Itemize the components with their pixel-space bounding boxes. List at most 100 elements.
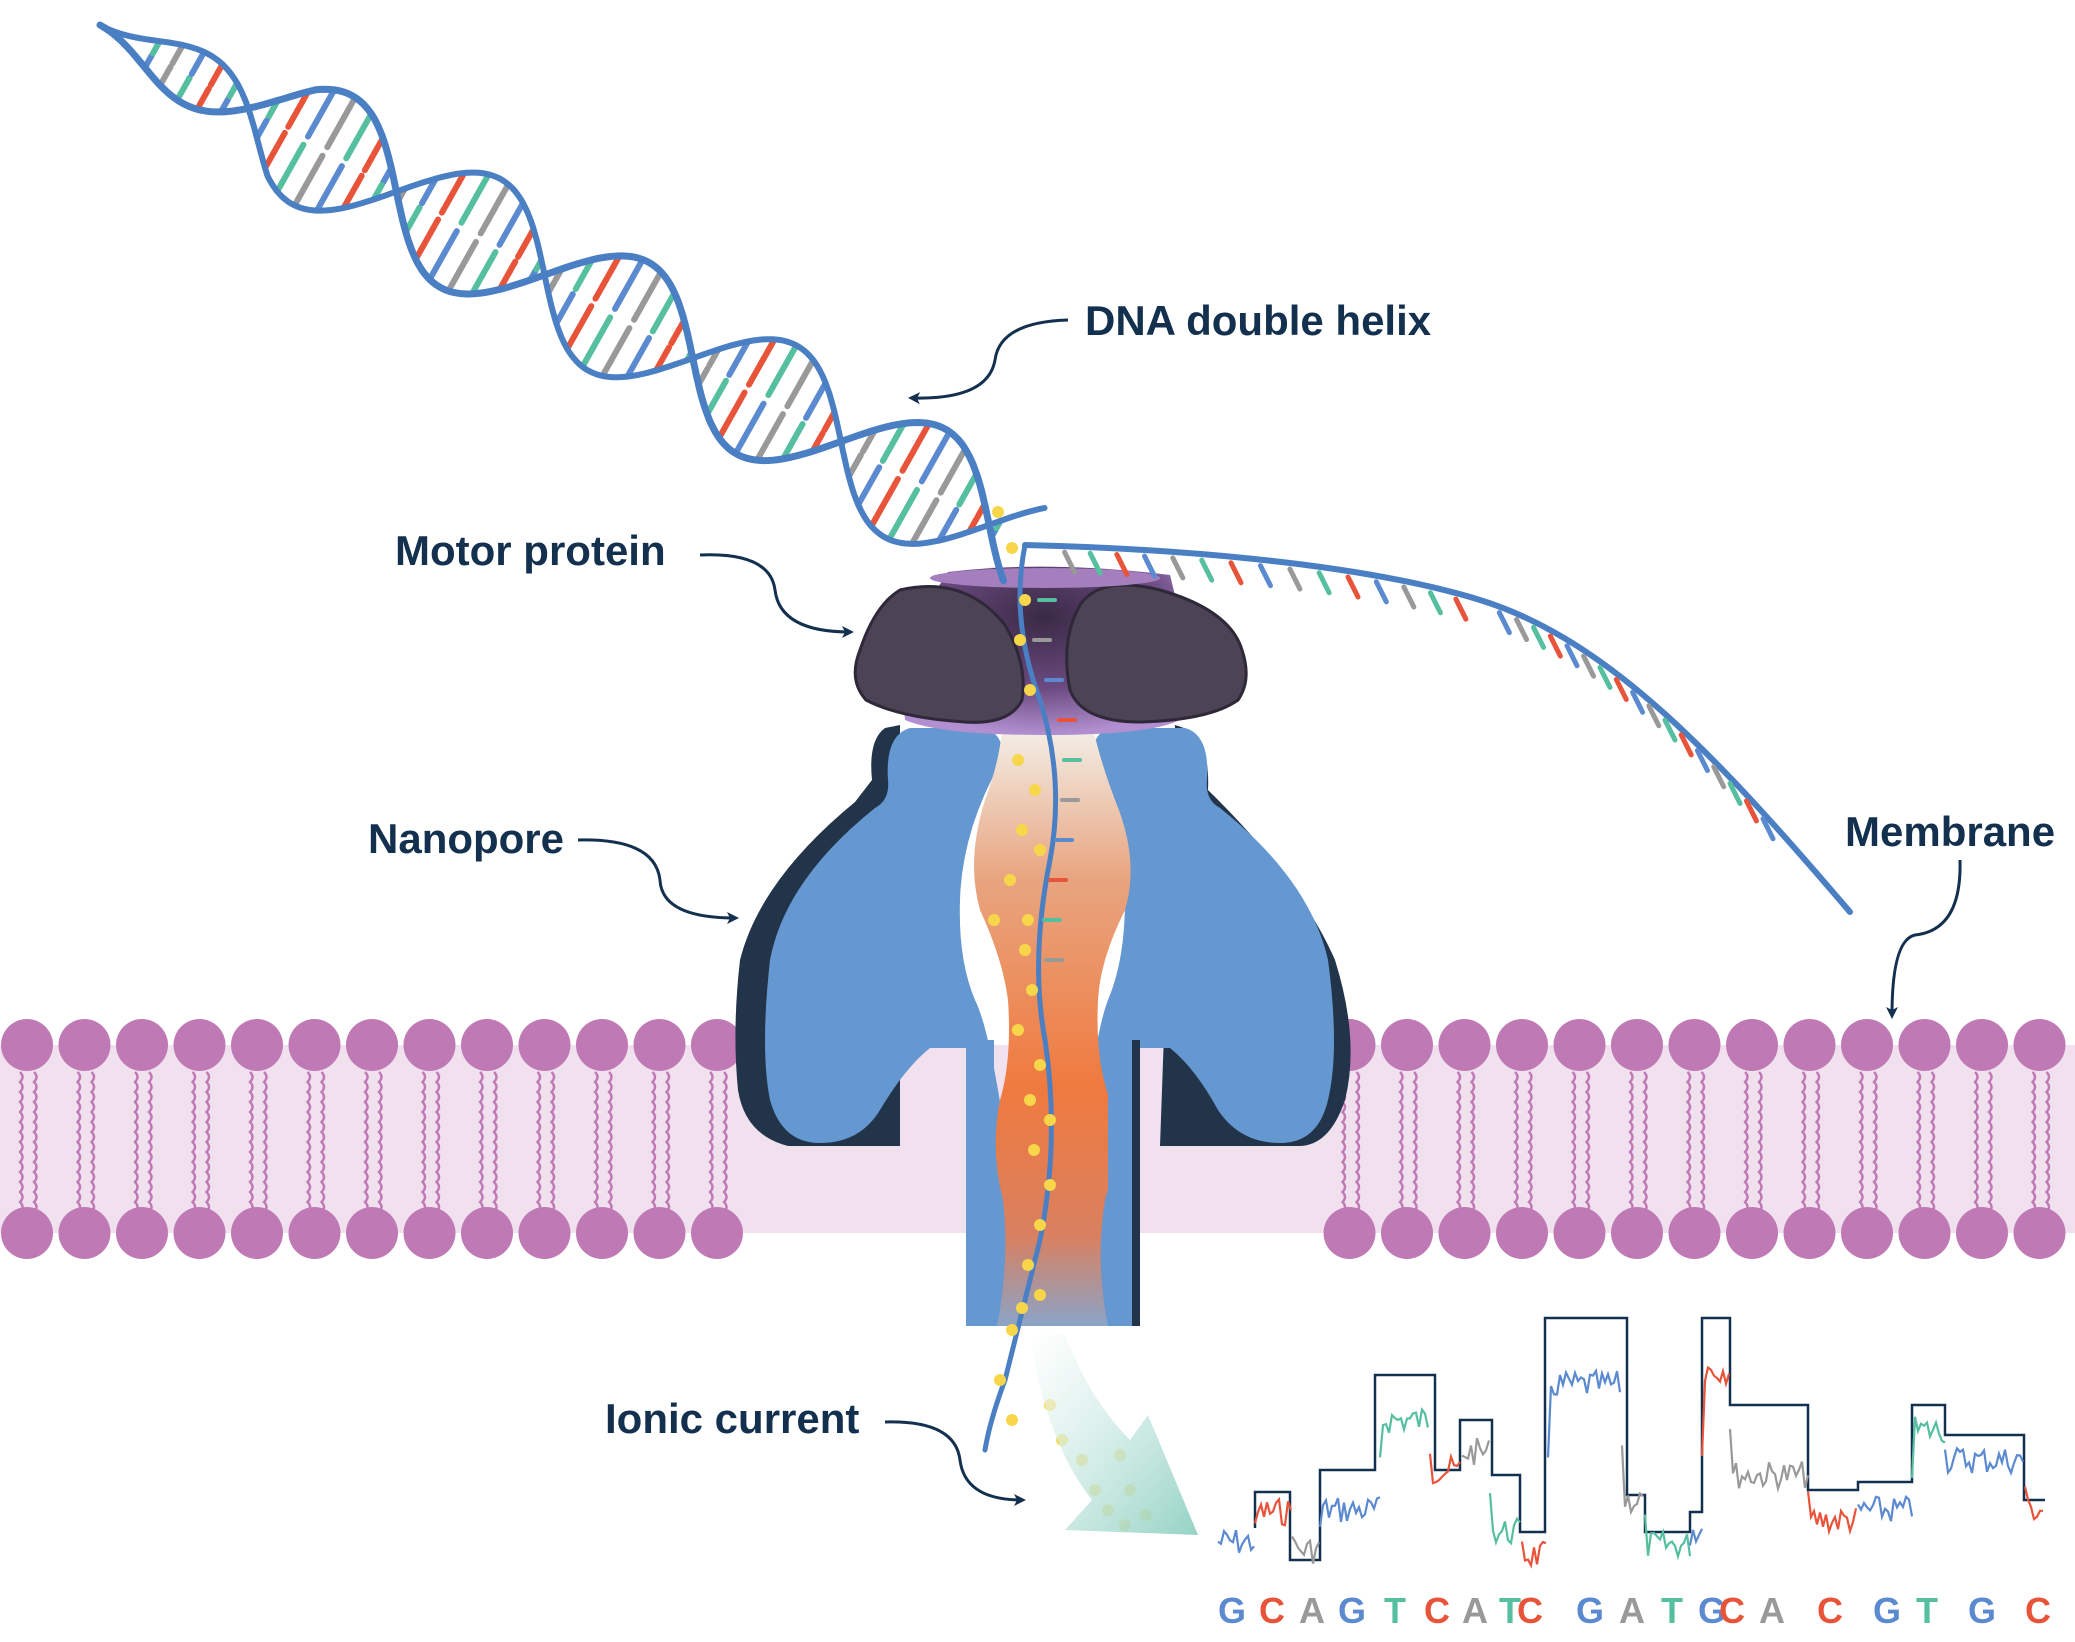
ion-dot <box>1014 634 1026 646</box>
lipid-tail <box>133 1071 139 1213</box>
lipid-tail <box>1584 1071 1591 1213</box>
lipid-tail <box>248 1071 254 1213</box>
base-pair-half <box>515 226 537 260</box>
lipid-tail <box>1570 1071 1577 1213</box>
trace-signal-segment <box>1461 1437 1491 1465</box>
base-pair-half <box>899 420 933 474</box>
lipid-head <box>1898 1019 1951 1071</box>
lipid-head <box>2013 1019 2066 1071</box>
trace-signal-segment <box>1546 1368 1622 1458</box>
ion-dot <box>1012 1024 1024 1036</box>
lipid-tail <box>1743 1071 1749 1213</box>
base-pair-half <box>765 342 800 399</box>
sequence-base: C <box>1817 1590 1843 1631</box>
lipid-head <box>173 1207 226 1259</box>
lipid-tail <box>1858 1071 1864 1213</box>
sequence-base: G <box>1218 1590 1246 1631</box>
sequence-base: G <box>1698 1590 1726 1631</box>
single-strand-base <box>1662 717 1678 743</box>
trace-ideal-steps <box>1253 1316 2045 1562</box>
single-strand-base <box>1401 584 1417 610</box>
sequence-base: A <box>1462 1590 1488 1631</box>
base-pair-half <box>564 303 595 352</box>
lipid-tail <box>1800 1071 1807 1213</box>
lipid-head <box>1668 1207 1721 1259</box>
lipid-head <box>403 1019 456 1071</box>
lipid-tail <box>89 1071 96 1213</box>
single-strand-base <box>1345 574 1361 600</box>
base-pair-half <box>174 74 193 103</box>
single-strand-base <box>1287 566 1303 592</box>
ion-dot <box>1004 874 1016 886</box>
base-pair-half <box>653 344 672 374</box>
base-pair-half <box>704 377 729 418</box>
lipid-tail <box>607 1071 613 1213</box>
lipid-tail <box>305 1071 312 1213</box>
ion-dot <box>992 506 1004 518</box>
lipid-tail <box>1527 1071 1533 1213</box>
base-pair-half <box>886 486 920 543</box>
nanopore <box>735 725 1351 1326</box>
lipid-tail <box>1469 1071 1476 1213</box>
lipid-head <box>518 1207 571 1259</box>
lipid-tail <box>190 1071 197 1213</box>
ion-dot <box>1016 1302 1028 1314</box>
lipid-tail <box>1872 1071 1878 1213</box>
trace-signal-segment <box>1910 1416 1946 1479</box>
lipid-head <box>691 1019 743 1071</box>
ion-dot <box>1024 1094 1036 1106</box>
lipid-head <box>346 1019 398 1071</box>
lipid-tail <box>650 1071 657 1213</box>
lipid-head <box>1956 1207 2008 1259</box>
label-nanopore-group: Nanopore <box>368 815 739 924</box>
ion-dot <box>1034 844 1046 856</box>
single-strand-base <box>1564 643 1580 669</box>
motor-protein <box>853 566 1248 735</box>
lipid-head <box>231 1207 283 1259</box>
base-pair-half <box>496 258 519 293</box>
lipid-tail <box>535 1071 542 1213</box>
base-pair-half <box>754 411 786 464</box>
sequence-base: G <box>1968 1590 1996 1631</box>
sequence-base: A <box>1759 1590 1785 1631</box>
lipid-tail <box>262 1071 268 1213</box>
lipid-tail <box>2030 1071 2037 1213</box>
ion-dot <box>1034 1219 1046 1231</box>
trace-signal-segment <box>1700 1365 1731 1457</box>
lipid-head <box>2013 1207 2066 1259</box>
base-pair-half <box>426 228 460 283</box>
single-strand-base <box>1711 764 1727 790</box>
base-pair-half <box>458 171 492 226</box>
lipid-tail <box>18 1071 24 1213</box>
lipid-tail <box>593 1071 599 1213</box>
lipid-head <box>1381 1207 1433 1259</box>
label-membrane: Membrane <box>1845 808 2055 855</box>
lipid-tail <box>708 1071 714 1213</box>
motor-protein-right-lobe <box>1065 583 1248 724</box>
lipid-head <box>1898 1207 1951 1259</box>
ion-dot <box>994 1374 1006 1386</box>
single-strand-base <box>1087 550 1103 576</box>
sequence-base: T <box>1916 1590 1938 1631</box>
base-pair-half <box>732 400 767 457</box>
lipid-tail <box>319 1071 326 1213</box>
lipid-head <box>1726 1019 1778 1071</box>
lipid-head <box>633 1019 686 1071</box>
lipid-tail <box>1699 1071 1706 1213</box>
trace-signal-segment <box>1378 1407 1430 1458</box>
base-pair-half <box>343 110 375 162</box>
ion-dot <box>1044 1114 1056 1126</box>
base-pair-half <box>935 506 960 544</box>
single-strand-base <box>1114 551 1130 577</box>
base-pair-half <box>169 42 186 67</box>
lipid-tail <box>420 1071 427 1213</box>
single-strand-base <box>1453 596 1469 622</box>
lipid-tail <box>549 1071 556 1213</box>
dna-single-strand <box>1022 542 1853 915</box>
base-pair-half <box>188 48 208 78</box>
base-pair-half <box>855 464 883 508</box>
base-pair-half <box>418 175 439 207</box>
lipid-tail <box>1757 1071 1763 1213</box>
single-strand-base <box>1531 624 1547 650</box>
